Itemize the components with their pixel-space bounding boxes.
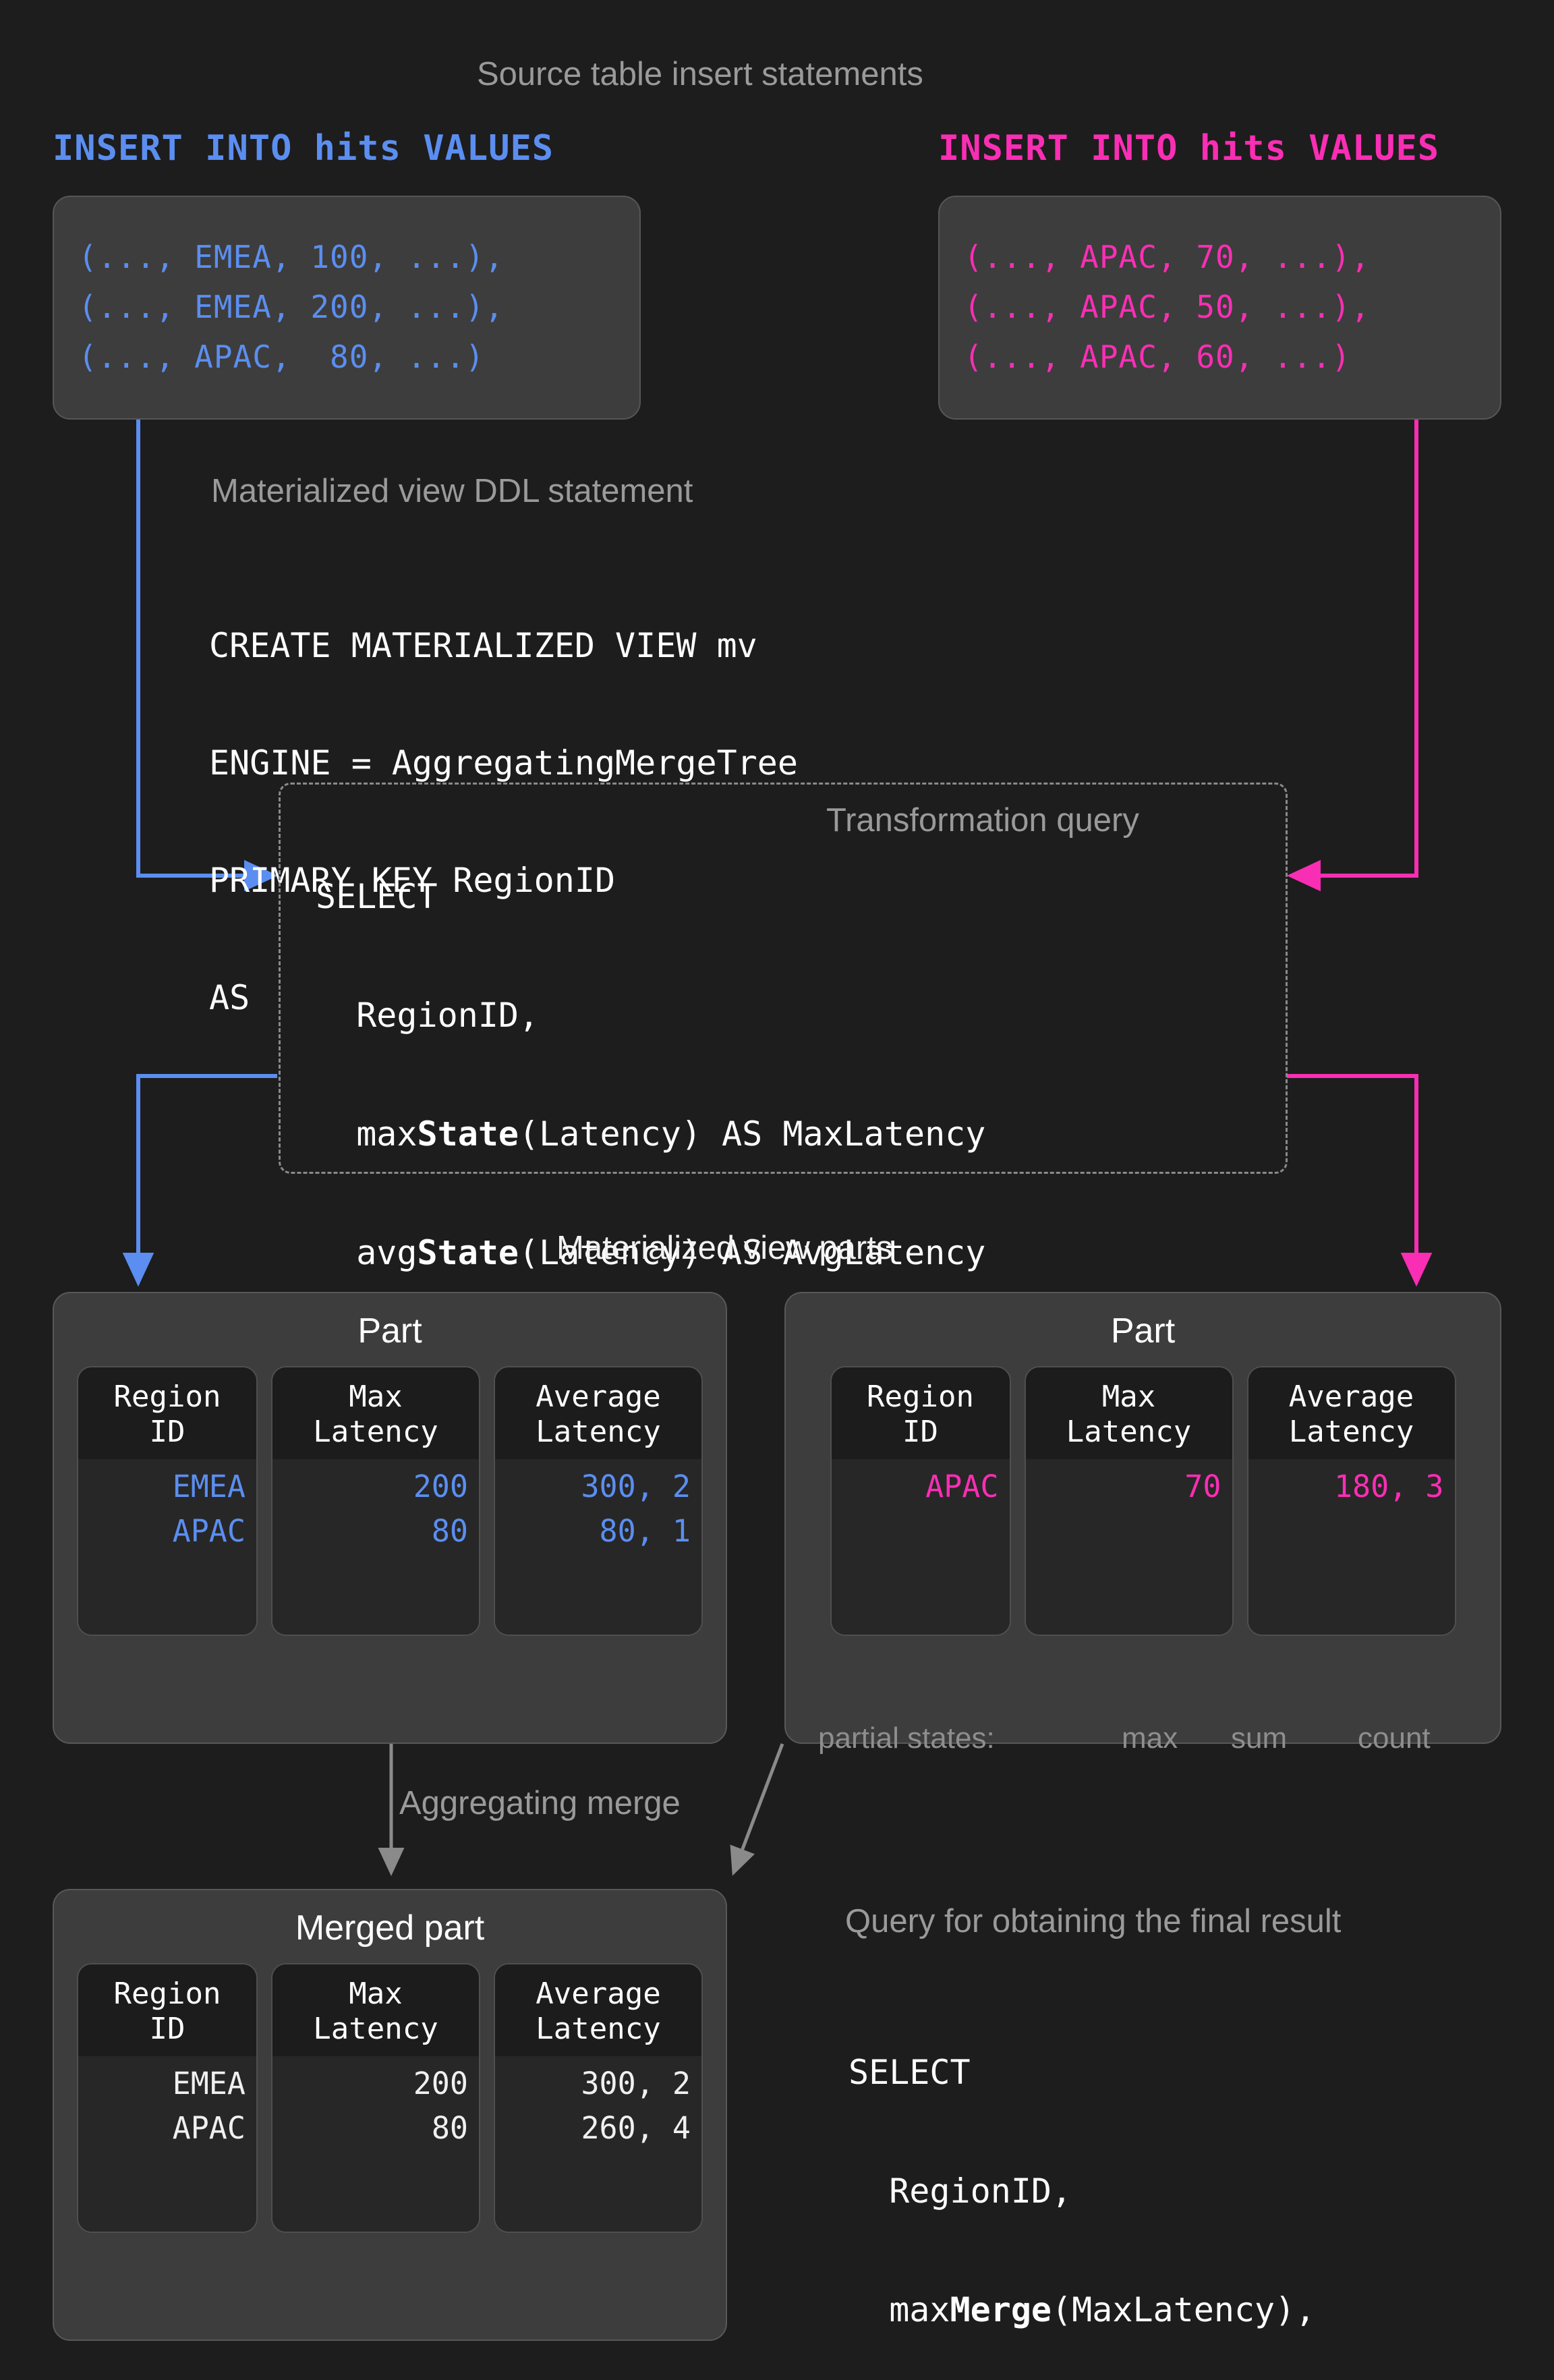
column-header: Region ID	[78, 1367, 256, 1459]
part-columns: Region ID EMEA APAC Max Latency 200 80 A…	[77, 1963, 703, 2233]
insert-row: (..., APAC, 50, ...),	[964, 289, 1371, 325]
insert-header-left: INSERT INTO hits VALUES	[53, 128, 554, 169]
wire-query-to-left-part	[122, 1074, 277, 1287]
insert-box-right: (..., APAC, 70, ...), (..., APAC, 50, ..…	[938, 196, 1501, 420]
column-region-id: Region ID APAC	[830, 1366, 1011, 1636]
column-body: 70	[1025, 1458, 1232, 1635]
column-header: Average Latency	[495, 1367, 701, 1459]
cell-value: 300, 2	[581, 2065, 691, 2101]
partial-state-sum: sum	[1231, 1722, 1288, 1755]
query-fn-prefix: avg	[316, 1233, 418, 1273]
query-line-select: SELECT	[316, 876, 438, 916]
insert-row: (..., APAC, 60, ...)	[964, 339, 1351, 375]
wire-right-part-to-merged	[730, 1743, 784, 1876]
part-card-left: Part Region ID EMEA APAC Max Latency 200…	[53, 1292, 727, 1744]
column-body: 300, 2 260, 4	[495, 2056, 701, 2232]
final-line-regionid: RegionID,	[848, 2171, 1072, 2211]
cell-value: 200	[413, 1468, 468, 1504]
part-title: Part	[1110, 1311, 1176, 1351]
query-fn-suffix-bold: State	[417, 1233, 519, 1273]
column-header: Region ID	[831, 1367, 1010, 1459]
column-region-id: Region ID EMEA APAC	[77, 1963, 258, 2233]
mv-ddl-code: CREATE MATERIALIZED VIEW mv ENGINE = Agg…	[209, 548, 798, 1096]
partial-state-max: max	[1122, 1722, 1178, 1755]
query-fn-args: (Latency) AS AvgLatency	[519, 1233, 986, 1273]
column-header: Region ID	[78, 1964, 256, 2056]
part-card-merged: Merged part Region ID EMEA APAC Max Late…	[53, 1889, 727, 2341]
query-fn-suffix-bold: State	[417, 1114, 519, 1154]
insert-row: (..., APAC, 70, ...),	[964, 239, 1371, 275]
final-line-select: SELECT	[848, 2052, 971, 2092]
cell-value: APAC	[172, 2110, 246, 2147]
query-line-maxstate: maxState(Latency) AS MaxLatency	[316, 1114, 985, 1154]
cell-value: APAC	[925, 1468, 999, 1504]
cell-value: 260, 4	[581, 2110, 691, 2147]
column-max-latency: Max Latency 200 80	[271, 1963, 480, 2233]
part-card-right: Part Region ID APAC Max Latency 70 Avera…	[784, 1292, 1501, 1744]
column-header: Max Latency	[272, 1367, 479, 1459]
final-fn-prefix: max	[848, 2290, 950, 2329]
column-region-id: Region ID EMEA APAC	[77, 1366, 258, 1636]
column-body: 200 80	[272, 1458, 479, 1635]
merged-part-title: Merged part	[295, 1908, 485, 1948]
cell-value: 80, 1	[599, 1513, 691, 1550]
part-columns: Region ID APAC Max Latency 70 Average La…	[830, 1366, 1456, 1636]
ddl-line: PRIMARY KEY RegionID	[209, 861, 616, 900]
caption-transformation-query: Transformation query	[826, 802, 1139, 839]
final-fn-suffix-bold: Merge	[950, 2290, 1052, 2329]
column-header: Average Latency	[1248, 1367, 1455, 1459]
column-body: EMEA APAC	[78, 2056, 256, 2232]
caption-final-query: Query for obtaining the final result	[845, 1903, 1342, 1939]
column-header: Max Latency	[272, 1964, 479, 2056]
query-line-avgstate: avgState(Latency) AS AvgLatency	[316, 1233, 985, 1273]
query-fn-prefix: max	[316, 1114, 418, 1154]
column-average-latency: Average Latency 180, 3	[1246, 1366, 1456, 1636]
insert-row: (..., APAC, 80, ...)	[78, 339, 485, 375]
column-body: APAC	[831, 1458, 1010, 1635]
caption-source-inserts: Source table insert statements	[477, 56, 923, 92]
column-body: 300, 2 80, 1	[495, 1458, 701, 1635]
cell-value: 80	[431, 1513, 468, 1550]
insert-row: (..., EMEA, 200, ...),	[78, 289, 505, 325]
column-body: 180, 3	[1248, 1458, 1455, 1635]
column-max-latency: Max Latency 70	[1024, 1366, 1234, 1636]
cell-value: 80	[431, 2110, 468, 2147]
column-max-latency: Max Latency 200 80	[271, 1366, 480, 1636]
column-body: 200 80	[272, 2056, 479, 2232]
wire-right-insert-to-query	[1286, 418, 1418, 892]
column-average-latency: Average Latency 300, 2 80, 1	[494, 1366, 703, 1636]
part-columns: Region ID EMEA APAC Max Latency 200 80 A…	[77, 1366, 703, 1636]
column-average-latency: Average Latency 300, 2 260, 4	[494, 1963, 703, 2233]
final-fn-args: (MaxLatency),	[1052, 2290, 1316, 2329]
insert-row: (..., EMEA, 100, ...),	[78, 239, 505, 275]
partial-state-count: count	[1358, 1722, 1431, 1755]
cell-value: EMEA	[172, 2065, 246, 2101]
ddl-line: ENGINE = AggregatingMergeTree	[209, 743, 798, 783]
final-query-code: SELECT RegionID, maxMerge(MaxLatency), a…	[848, 1973, 1315, 2380]
final-line-maxmerge: maxMerge(MaxLatency),	[848, 2290, 1315, 2330]
insert-box-left: (..., EMEA, 100, ...), (..., EMEA, 200, …	[53, 196, 641, 420]
part-title: Part	[357, 1311, 422, 1351]
ddl-line: AS	[209, 978, 250, 1017]
wire-query-to-right-part	[1287, 1074, 1433, 1287]
cell-value: EMEA	[172, 1468, 246, 1504]
cell-value: APAC	[172, 1513, 246, 1550]
query-fn-args: (Latency) AS MaxLatency	[519, 1114, 986, 1154]
column-header: Max Latency	[1025, 1367, 1232, 1459]
cell-value: 200	[413, 2065, 468, 2101]
column-body: EMEA APAC	[78, 1458, 256, 1635]
cell-value: 70	[1184, 1468, 1221, 1504]
partial-states-label: partial states:	[818, 1722, 995, 1755]
cell-value: 180, 3	[1333, 1468, 1444, 1504]
caption-mv-ddl: Materialized view DDL statement	[211, 473, 693, 509]
column-header: Average Latency	[495, 1964, 701, 2056]
cell-value: 300, 2	[581, 1468, 691, 1504]
insert-header-right: INSERT INTO hits VALUES	[938, 128, 1440, 169]
caption-mv-parts: Materialized view parts	[556, 1230, 893, 1266]
caption-aggregating-merge: Aggregating merge	[399, 1785, 681, 1821]
ddl-line: CREATE MATERIALIZED VIEW mv	[209, 626, 757, 665]
query-line-regionid: RegionID,	[316, 995, 540, 1035]
transformation-query-box	[279, 783, 1288, 1174]
